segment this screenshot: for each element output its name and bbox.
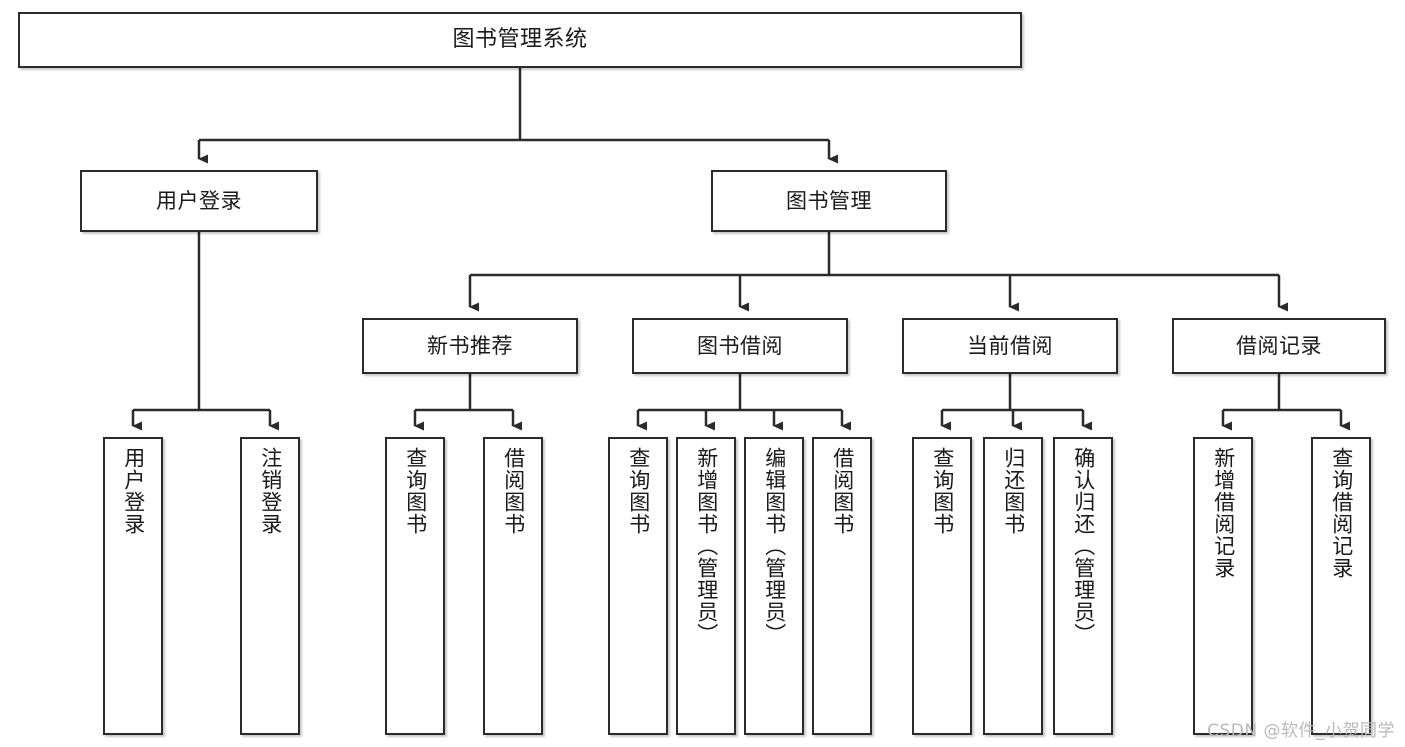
node-label: 查询图书 xyxy=(930,447,955,535)
node-leaf-borrow-book-2[interactable]: 借阅图书 xyxy=(812,437,872,735)
node-label: 图书管理系统 xyxy=(452,27,588,53)
node-label: 新增图书（管理员） xyxy=(694,447,719,645)
node-user-login[interactable]: 用户登录 xyxy=(80,170,318,232)
node-leaf-add-record[interactable]: 新增借阅记录 xyxy=(1193,437,1253,735)
node-leaf-add-book[interactable]: 新增图书（管理员） xyxy=(676,437,736,735)
node-book-management[interactable]: 图书管理 xyxy=(711,170,947,232)
csdn-watermark: CSDN @软件_小贺同学 xyxy=(1207,721,1395,741)
node-label: 查询借阅记录 xyxy=(1329,447,1354,579)
node-label: 确认归还（管理员） xyxy=(1071,447,1096,645)
node-leaf-edit-book[interactable]: 编辑图书（管理员） xyxy=(744,437,804,735)
node-label: 借阅记录 xyxy=(1236,333,1322,358)
node-borrow-record[interactable]: 借阅记录 xyxy=(1172,318,1386,374)
node-label: 图书借阅 xyxy=(697,333,783,358)
node-new-book-recommend[interactable]: 新书推荐 xyxy=(362,318,578,374)
node-leaf-return-book[interactable]: 归还图书 xyxy=(983,437,1043,735)
node-label: 查询图书 xyxy=(403,447,428,535)
node-leaf-query-book-1[interactable]: 查询图书 xyxy=(385,437,445,735)
node-label: 用户登录 xyxy=(156,188,242,213)
node-label: 注销登录 xyxy=(258,447,283,535)
node-label: 归还图书 xyxy=(1001,447,1026,535)
node-label: 新增借阅记录 xyxy=(1211,447,1236,579)
node-leaf-query-record[interactable]: 查询借阅记录 xyxy=(1311,437,1371,735)
node-label: 编辑图书（管理员） xyxy=(762,447,787,645)
node-leaf-query-book-3[interactable]: 查询图书 xyxy=(912,437,972,735)
node-label: 用户登录 xyxy=(121,447,146,535)
node-book-borrow[interactable]: 图书借阅 xyxy=(632,318,848,374)
node-leaf-confirm-return[interactable]: 确认归还（管理员） xyxy=(1053,437,1113,735)
node-current-borrow[interactable]: 当前借阅 xyxy=(902,318,1118,374)
node-label: 图书管理 xyxy=(786,188,872,213)
node-label: 当前借阅 xyxy=(967,333,1053,358)
node-label: 借阅图书 xyxy=(830,447,855,535)
node-leaf-user-login[interactable]: 用户登录 xyxy=(103,437,163,735)
node-root-图书管理系统[interactable]: 图书管理系统 xyxy=(18,12,1022,68)
node-leaf-logout[interactable]: 注销登录 xyxy=(240,437,300,735)
node-label: 借阅图书 xyxy=(501,447,526,535)
node-leaf-query-book-2[interactable]: 查询图书 xyxy=(608,437,668,735)
node-label: 新书推荐 xyxy=(427,333,513,358)
node-label: 查询图书 xyxy=(626,447,651,535)
node-leaf-borrow-book-1[interactable]: 借阅图书 xyxy=(483,437,543,735)
